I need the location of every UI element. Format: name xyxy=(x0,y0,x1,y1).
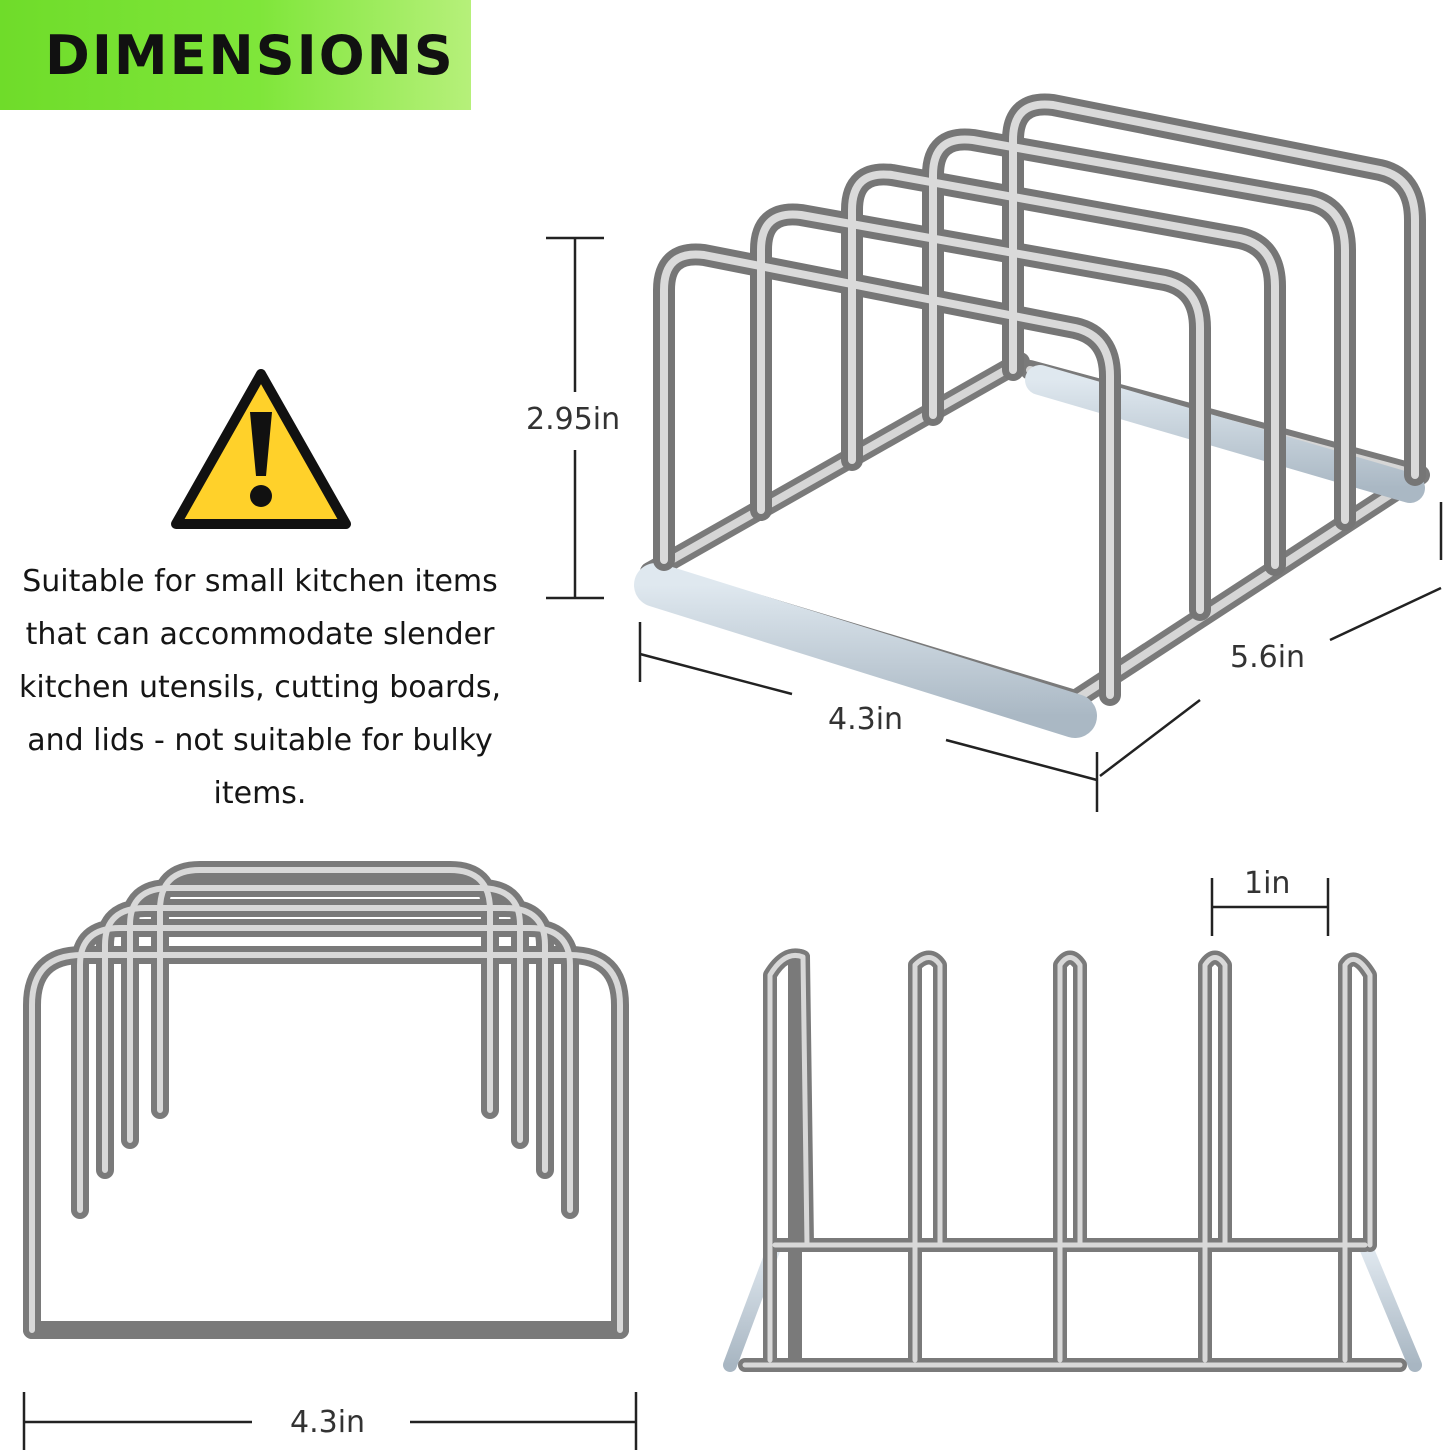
note-line: that can accommodate slender xyxy=(25,617,495,652)
note-line: items. xyxy=(213,776,307,811)
width-front-label: 4.3in xyxy=(290,1405,366,1440)
note-line: Suitable for small kitchen items xyxy=(22,564,498,599)
note-line: kitchen utensils, cutting boards, xyxy=(19,670,501,705)
warning-icon xyxy=(170,368,352,532)
rack-front-view xyxy=(23,861,629,1370)
header-banner: DIMENSIONS xyxy=(0,0,471,110)
depth-label: 5.6in xyxy=(1230,640,1306,675)
note-line: and lids - not suitable for bulky xyxy=(27,723,493,758)
width-top-label: 4.3in xyxy=(828,702,904,737)
usage-note: Suitable for small kitchen items that ca… xyxy=(0,555,520,820)
rack-perspective-view xyxy=(634,93,1430,738)
height-label: 2.95in xyxy=(526,402,621,437)
slot-spacing-label: 1in xyxy=(1244,866,1291,901)
rack-side-view xyxy=(723,948,1422,1372)
page-title: DIMENSIONS xyxy=(45,24,455,87)
